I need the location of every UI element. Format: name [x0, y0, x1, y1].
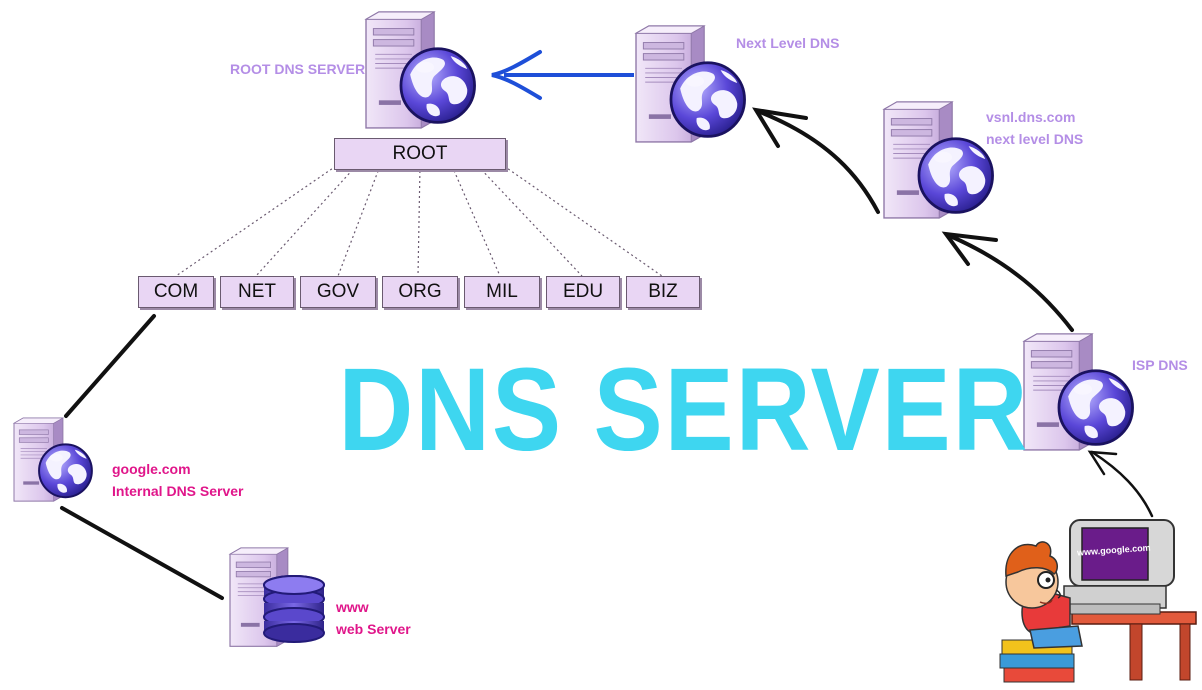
black-arrows — [60, 107, 1154, 600]
isp-dns-label: ISP DNS — [1132, 357, 1188, 373]
google-label-line1: google.com — [112, 461, 191, 477]
vsnl-label-line2: next level DNS — [986, 131, 1084, 147]
user-computer-icon — [999, 519, 1197, 683]
web-server-label-line1: www — [336, 599, 369, 615]
google-label-line2: Internal DNS Server — [112, 483, 244, 499]
tld-edu: EDU — [546, 276, 620, 308]
web-server-database-icon — [229, 547, 325, 647]
next-level-dns-label: Next Level DNS — [736, 35, 840, 51]
google-internal-dns-server-icon — [14, 418, 92, 501]
root-dns-label: ROOT DNS SERVER — [230, 61, 366, 77]
next-level-dns-server-icon — [636, 26, 745, 142]
root-dns-server-icon — [366, 12, 475, 128]
tld-com: COM — [138, 276, 214, 308]
isp-dns-server-icon — [1024, 334, 1133, 450]
vsnl-label-line1: vsnl.dns.com — [986, 109, 1076, 125]
blue-arrow — [491, 50, 634, 100]
tld-net: NET — [220, 276, 294, 308]
tld-gov: GOV — [300, 276, 376, 308]
tld-org: ORG — [382, 276, 458, 308]
diagram-title: DNS SERVER — [338, 344, 1030, 476]
root-to-tld-connectors — [175, 165, 663, 277]
tld-mil: MIL — [464, 276, 540, 308]
vsnl-dns-server-icon — [884, 102, 993, 218]
root-box: ROOT — [334, 138, 506, 170]
tld-biz: BIZ — [626, 276, 700, 308]
web-server-label-line2: web Server — [336, 621, 411, 637]
